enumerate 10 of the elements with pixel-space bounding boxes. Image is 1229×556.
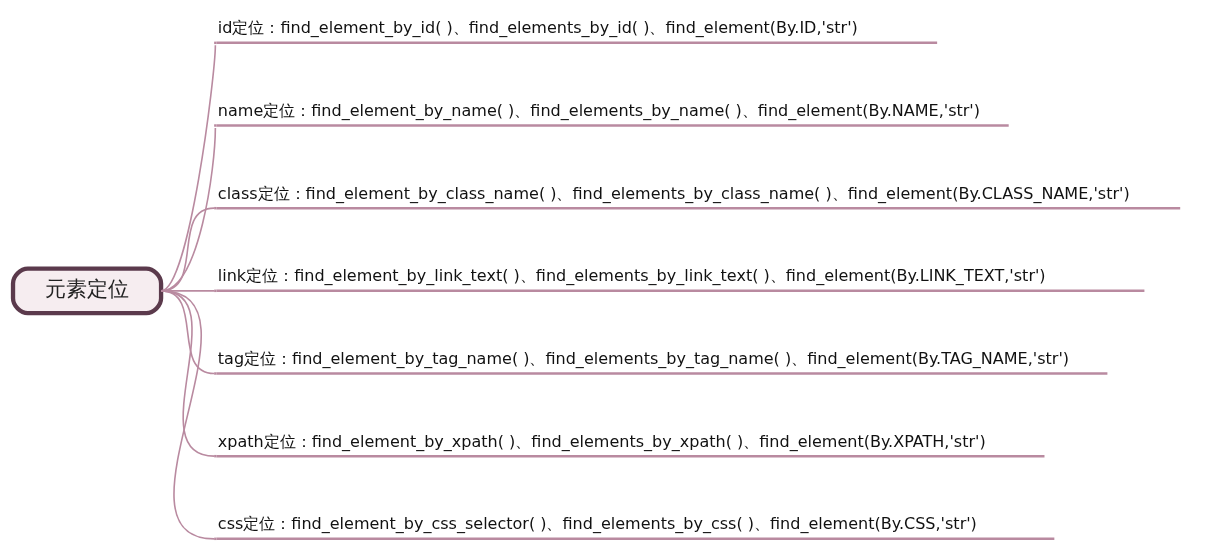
node-label: name定位：find_element_by_name( )、find_elements_by_name( )、find_element(By.NAME,'str') [217,100,981,120]
node-label: css定位：find_element_by_css_selector( )、find_elements_by_css( )、find_element(By.CSS,'str') [217,513,977,533]
node-label: link定位：find_element_by_link_text( )、find_elements_by_link_text( )、find_element(By.LINK_TEXT,'str') [217,265,1046,285]
node-label: id定位：find_element_by_id( )、find_elements_by_id( )、find_element(By.ID,'str') [217,17,858,37]
node-label: tag定位：find_element_by_tag_name( )、find_elements_by_tag_name( )、find_element(By.TAG_NAME,'str') [217,348,1070,368]
node-label: class定位：find_element_by_class_name( )、find_elements_by_class_name( )、find_element(By.CLASS_NAME,'str') [217,183,1130,203]
node-box: 元素定位 [10,265,164,315]
node-label: xpath定位：find_element_by_xpath( )、find_elements_by_xpath( )、find_element(By.XPATH,'str') [217,431,986,451]
connector [160,289,215,540]
connector [160,44,217,292]
